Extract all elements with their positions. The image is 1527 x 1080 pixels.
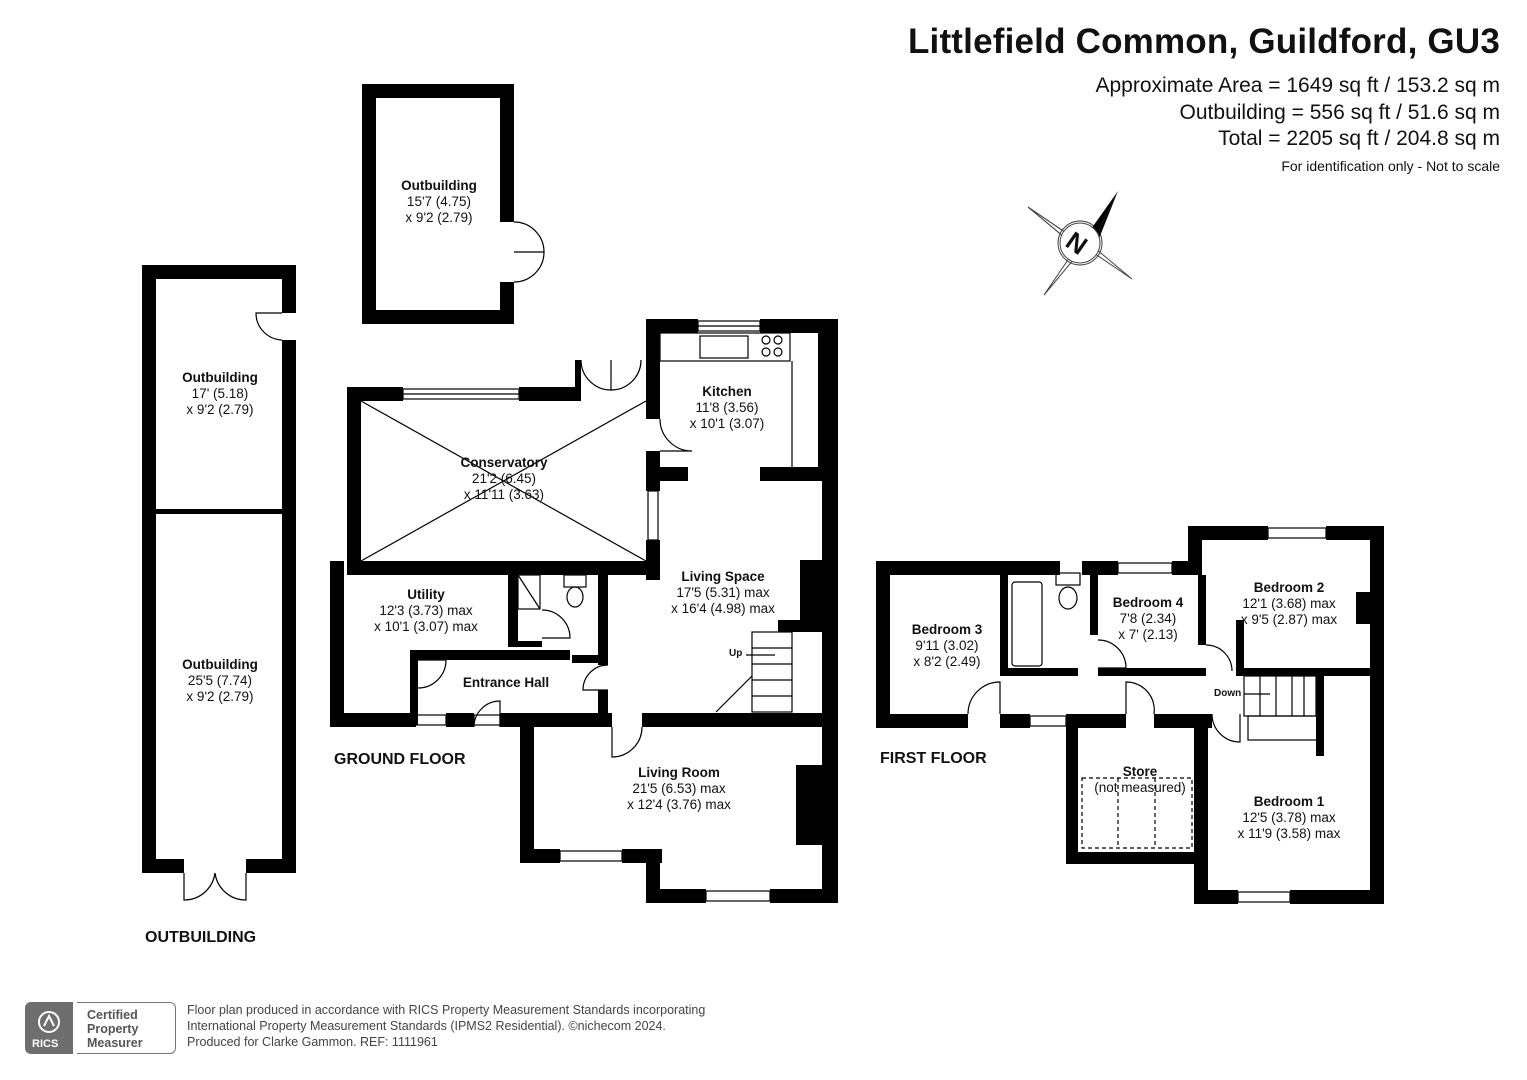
outbuilding-tall-walls <box>142 265 296 873</box>
floor-label-ground: GROUND FLOOR <box>334 751 466 768</box>
first-floor-walls <box>876 526 1384 904</box>
rics-emblem-icon <box>38 1011 60 1033</box>
footer-disclaimer: Floor plan produced in accordance with R… <box>187 1003 706 1049</box>
floor-label-first: FIRST FLOOR <box>880 750 987 767</box>
certified-property-measurer: Certified Property Measurer <box>77 1002 176 1054</box>
property-title: Littlefield Common, Guildford, GU3 <box>907 22 1500 61</box>
stairs-up-label: Up <box>729 648 743 659</box>
stairs-down-label: Down <box>1214 688 1242 699</box>
ground-floor-walls <box>330 319 838 903</box>
rics-logo: RICS <box>25 1002 73 1054</box>
rics-certified-badge: RICS Certified Property Measurer <box>25 1002 177 1054</box>
compass-rose <box>1027 191 1133 296</box>
scale-note: For identification only - Not to scale <box>1281 158 1500 174</box>
floor-label-outbuilding: OUTBUILDING <box>145 929 257 946</box>
room-store: Store(not measured) <box>1094 764 1186 795</box>
approximate-area: Approximate Area = 1649 sq ft / 153.2 sq… <box>1095 74 1501 97</box>
room-entrance-hall: Entrance Hall <box>462 675 550 690</box>
outbuilding-top-walls <box>362 84 514 324</box>
outbuilding-area: Outbuilding = 556 sq ft / 51.6 sq m <box>1179 101 1500 124</box>
total-area: Total = 2205 sq ft / 204.8 sq m <box>1218 127 1500 150</box>
